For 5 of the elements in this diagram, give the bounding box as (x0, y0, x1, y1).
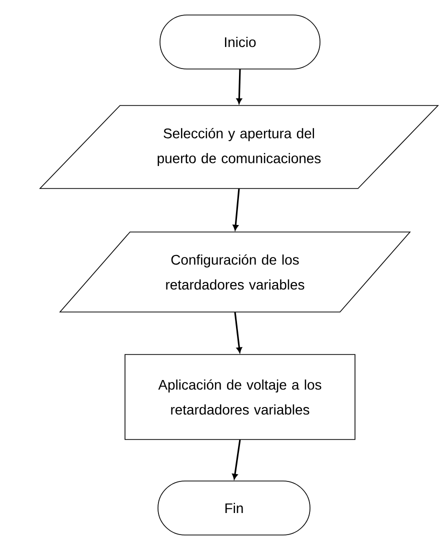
arrow (232, 440, 241, 480)
process-box: Aplicación de voltaje a los retardadores variables (124, 354, 356, 440)
arrow (234, 312, 242, 353)
arrow (232, 188, 240, 230)
arrow (236, 69, 242, 104)
